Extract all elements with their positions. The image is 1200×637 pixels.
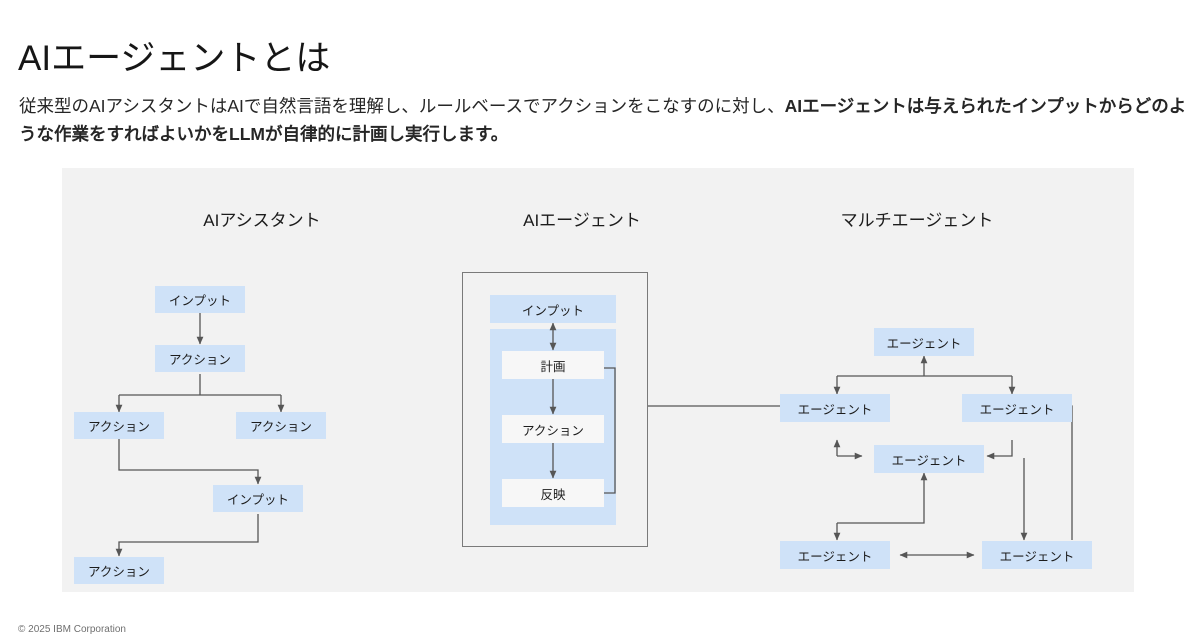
diagram-panel: AIアシスタント AIエージェント マルチエージェント (62, 168, 1134, 592)
page-title: AIエージェントとは (18, 39, 331, 79)
assistant-node-action-1: アクション (155, 345, 245, 372)
assistant-node-action-4: アクション (74, 557, 164, 584)
agent-node-reflect: 反映 (502, 479, 604, 507)
column-title-ai-agent: AIエージェント (523, 211, 641, 230)
multi-agent-node-left: エージェント (780, 394, 890, 422)
agent-node-action: アクション (502, 415, 604, 443)
agent-node-plan: 計画 (502, 351, 604, 379)
assistant-node-action-3: アクション (236, 412, 326, 439)
multi-agent-node-center: エージェント (874, 445, 984, 473)
column-title-multi-agent: マルチエージェント (840, 211, 994, 230)
assistant-node-input-2: インプット (213, 485, 303, 512)
column-title-ai-assistant: AIアシスタント (203, 211, 321, 230)
agent-node-input: インプット (490, 295, 616, 323)
footer-copyright: © 2025 IBM Corporation (18, 624, 126, 635)
subtitle-plain-text: 従来型のAIアシスタントはAIで自然言語を理解し、ルールベースでアクションをこな… (19, 95, 785, 116)
multi-agent-node-bottom-right: エージェント (982, 541, 1092, 569)
subtitle-bold-text: AIエージェントは与えられたインプットからどのような作業をすればよいかをLLMが… (19, 95, 1187, 144)
multi-agent-node-bottom-left: エージェント (780, 541, 890, 569)
page-subtitle: 従来型のAIアシスタントはAIで自然言語を理解し、ルールベースでアクションをこな… (19, 92, 1189, 148)
assistant-node-input-1: インプット (155, 286, 245, 313)
multi-agent-node-right: エージェント (962, 394, 1072, 422)
assistant-node-action-2: アクション (74, 412, 164, 439)
multi-agent-node-top: エージェント (874, 328, 974, 356)
